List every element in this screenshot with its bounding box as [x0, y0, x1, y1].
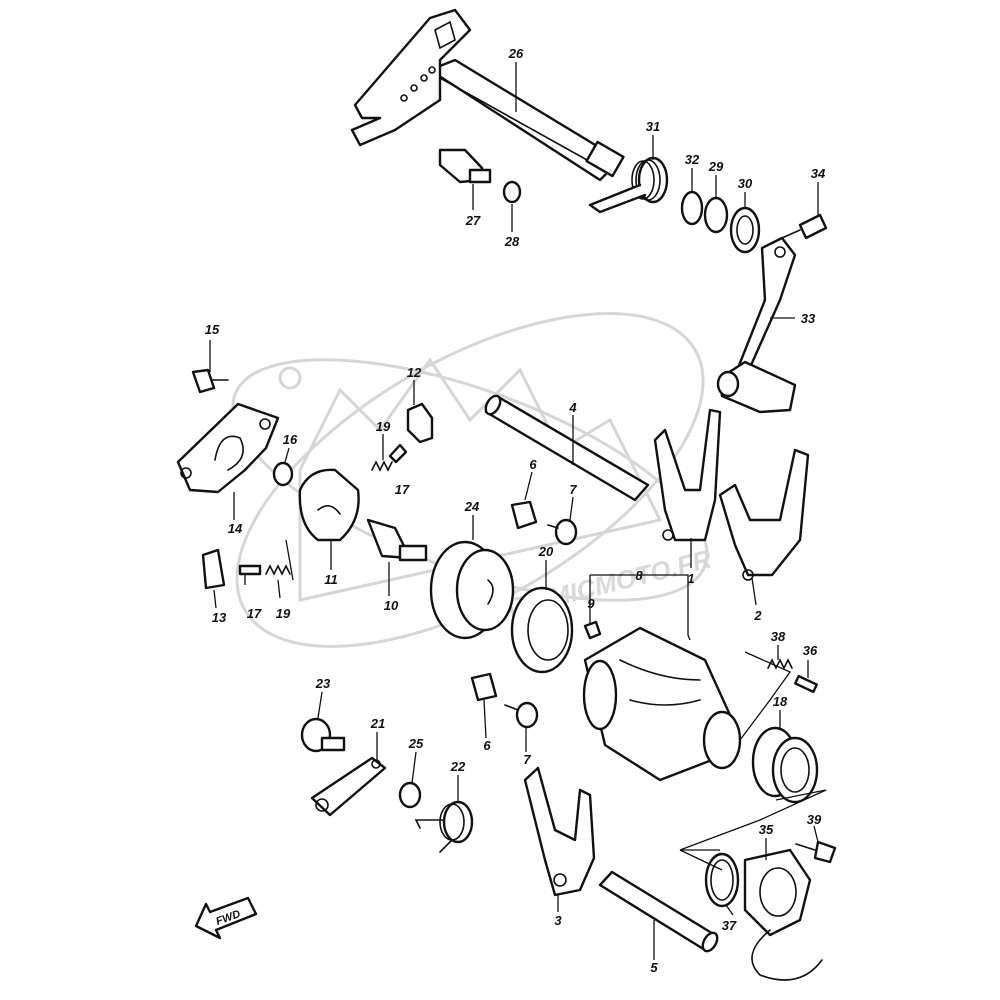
part-17-pin-lower — [238, 564, 262, 576]
part-7-screw-lower — [504, 701, 539, 729]
callout-28: 28 — [504, 234, 520, 249]
callout-17-lower: 17 — [247, 606, 262, 621]
callout-8: 8 — [635, 568, 643, 583]
part-17-pin-upper — [388, 443, 408, 464]
part-8-gearshift-cam — [582, 626, 742, 782]
callout-26: 26 — [508, 46, 524, 61]
callout-36: 36 — [803, 643, 818, 658]
callout-32: 32 — [685, 152, 700, 167]
part-11-cam — [298, 468, 360, 542]
callout-13: 13 — [212, 610, 227, 625]
part-32-circlip — [680, 190, 704, 226]
part-33-gearshift-lever — [716, 236, 797, 414]
part-34-bolt — [781, 213, 828, 240]
callout-25: 25 — [408, 736, 424, 751]
part-27-pin — [438, 148, 492, 184]
callout-39: 39 — [807, 812, 822, 827]
part-2-shift-fork — [718, 448, 810, 581]
part-16-washer — [272, 461, 294, 487]
callout-7-upper: 7 — [569, 482, 577, 497]
part-19-spring-lower — [265, 564, 291, 576]
callout-31: 31 — [646, 119, 660, 134]
callout-5: 5 — [650, 960, 658, 975]
part-14-stopper-plate — [176, 402, 280, 494]
callout-34: 34 — [811, 166, 826, 181]
part-9-pin — [583, 620, 602, 640]
part-4-fork-shaft — [484, 394, 650, 502]
part-19-spring-upper — [371, 460, 393, 472]
callout-10: 10 — [384, 598, 399, 613]
part-22-spring — [414, 800, 474, 853]
part-20-bearing — [510, 586, 574, 674]
callout-2: 2 — [753, 608, 762, 623]
part-13-pawl — [201, 548, 226, 590]
part-25-washer — [398, 781, 422, 809]
part-39-bolt — [795, 840, 837, 864]
part-12-pawl — [406, 402, 434, 444]
part-10-cam-bolt — [366, 518, 428, 562]
callout-7-lower: 7 — [523, 752, 531, 767]
leader-lines — [209, 62, 827, 960]
part-24-cam-driven-gear — [429, 540, 515, 640]
part-23-bolt — [300, 717, 346, 753]
callout-11: 11 — [324, 572, 338, 587]
part-38-spring — [767, 658, 793, 670]
part-1-shift-fork — [653, 408, 722, 542]
callout-23: 23 — [315, 676, 331, 691]
callout-12: 12 — [407, 365, 422, 380]
callout-24: 24 — [464, 499, 480, 514]
callout-17-upper: 17 — [395, 482, 410, 497]
callout-20: 20 — [538, 544, 554, 559]
callout-16: 16 — [283, 432, 298, 447]
callout-19-lower: 19 — [276, 606, 291, 621]
part-18-bearing — [751, 726, 819, 804]
callout-22: 22 — [450, 759, 466, 774]
fwd-arrow-icon: FWD — [194, 896, 258, 940]
callout-21: 21 — [370, 716, 385, 731]
callout-29: 29 — [708, 159, 724, 174]
callout-6-lower: 6 — [483, 738, 491, 753]
callout-27: 27 — [465, 213, 481, 228]
part-5-fork-shaft — [598, 870, 719, 953]
part-21-stopper-arm — [310, 756, 387, 817]
part-26-gearshift-shaft — [350, 8, 625, 182]
callout-15: 15 — [205, 322, 220, 337]
part-15-bolt — [191, 368, 229, 394]
part-number-labels: 1 2 3 4 5 6 6 7 7 8 9 10 11 12 13 14 15 … — [205, 46, 826, 975]
callout-4: 4 — [568, 400, 577, 415]
callout-1: 1 — [687, 571, 694, 586]
callout-38: 38 — [771, 629, 786, 644]
callout-35: 35 — [759, 822, 774, 837]
part-29-washer — [703, 196, 729, 234]
part-30-oil-seal — [729, 206, 761, 254]
part-6-stopper-upper — [510, 500, 538, 530]
part-35-gear-position-switch — [743, 848, 823, 981]
part-36-pin — [794, 674, 818, 694]
part-7-screw-upper — [547, 518, 578, 546]
callout-3: 3 — [554, 913, 562, 928]
part-28-washer — [502, 180, 522, 204]
callout-14: 14 — [228, 521, 243, 536]
callout-18: 18 — [773, 694, 788, 709]
part-31-return-spring — [588, 156, 669, 214]
callout-19-upper: 19 — [376, 419, 391, 434]
callout-30: 30 — [738, 176, 753, 191]
part-3-shift-fork — [523, 766, 596, 897]
callout-9: 9 — [587, 596, 595, 611]
callout-33: 33 — [801, 311, 816, 326]
part-6-stopper-lower — [470, 672, 498, 702]
callout-6-upper: 6 — [529, 457, 537, 472]
part-37-o-ring — [704, 852, 740, 908]
callout-37: 37 — [722, 918, 737, 933]
